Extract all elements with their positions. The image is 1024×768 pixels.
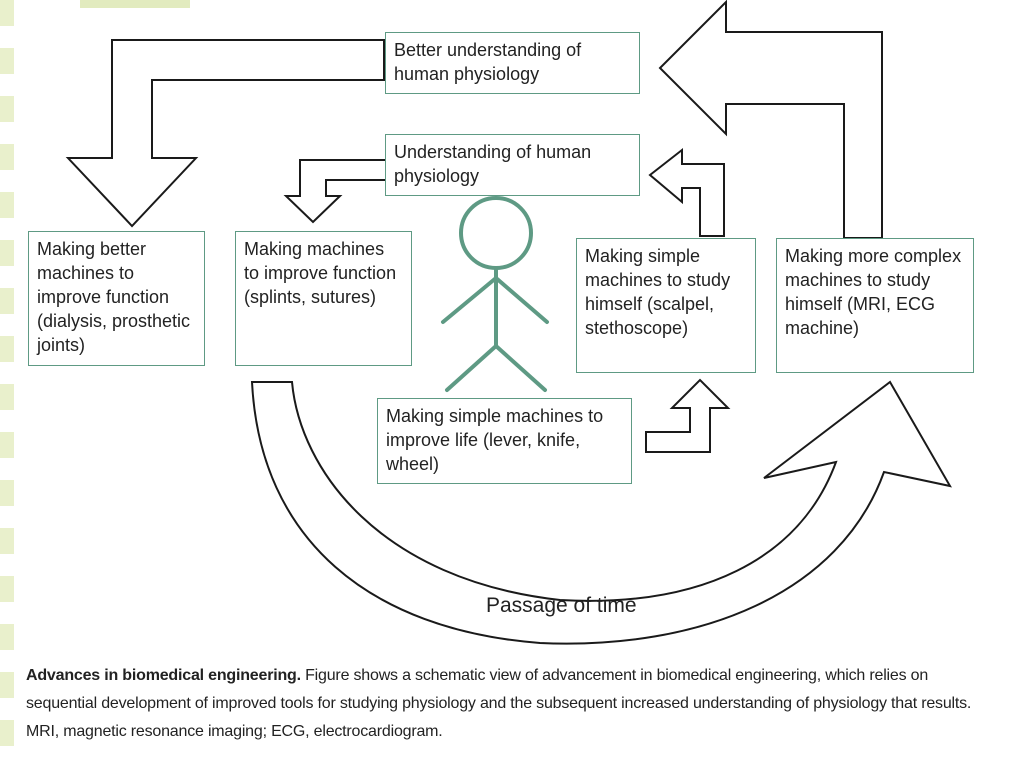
decorative-side-band bbox=[0, 0, 14, 768]
caption-text: Figure shows a schematic view of advance… bbox=[26, 667, 972, 740]
stick-figure-left-arm bbox=[441, 276, 498, 324]
arrow-passage-of-time bbox=[250, 380, 952, 645]
box-better-understanding: Better understanding of human physiology bbox=[385, 32, 640, 94]
box-machines-function: Making machines to improve function (spl… bbox=[235, 231, 412, 366]
stick-figure-left-leg bbox=[445, 344, 498, 392]
box-simple-life: Making simple machines to improve life (… bbox=[377, 398, 632, 484]
arrow-to-better-understanding bbox=[658, 0, 883, 239]
decorative-top-bar bbox=[80, 0, 190, 8]
box-simple-study: Making simple machines to study himself … bbox=[576, 238, 756, 373]
box-understanding: Understanding of human physiology bbox=[385, 134, 640, 196]
figure-caption: Advances in biomedical engineering. Figu… bbox=[26, 662, 996, 746]
stick-figure-right-leg bbox=[494, 344, 547, 392]
caption-title: Advances in biomedical engineering. bbox=[26, 667, 301, 684]
arrow-to-better-machines bbox=[65, 39, 385, 228]
box-complex-study: Making more complex machines to study hi… bbox=[776, 238, 974, 373]
arrow-to-machines-function bbox=[283, 159, 391, 224]
box-better-machines: Making better machines to improve functi… bbox=[28, 231, 205, 366]
cycle-diagram bbox=[65, 0, 952, 645]
arrow-to-understanding bbox=[648, 147, 725, 237]
passage-of-time-label: Passage of time bbox=[486, 594, 637, 617]
stick-figure bbox=[441, 196, 549, 392]
stick-figure-right-arm bbox=[494, 276, 549, 324]
arrow-to-simple-study bbox=[645, 378, 731, 453]
stick-figure-head bbox=[459, 196, 533, 270]
